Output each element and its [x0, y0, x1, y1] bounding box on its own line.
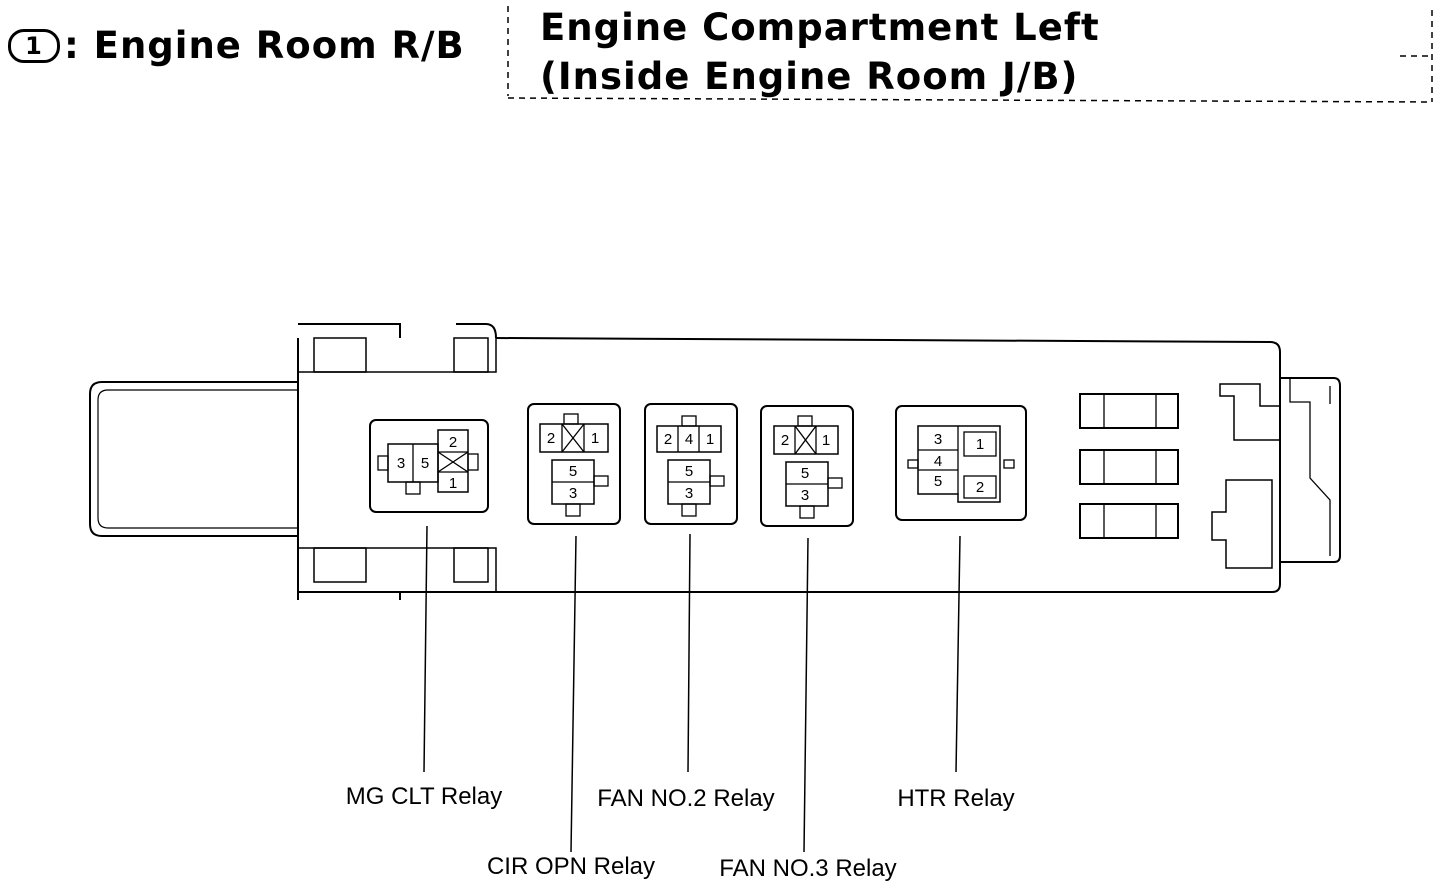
label-fan-no2-relay: FAN NO.2 Relay [597, 785, 774, 812]
pin-number: 4 [934, 453, 942, 470]
relay-socket-fan-no2 [644, 403, 738, 525]
pin-number: 1 [976, 436, 984, 453]
label-mg-clt-relay: MG CLT Relay [346, 783, 502, 810]
pin-number: 2 [976, 479, 984, 496]
header-right-title-line1: Engine Compartment Left [540, 6, 1100, 49]
pin-number: 1 [822, 432, 830, 449]
label-cir-opn-relay: CIR OPN Relay [487, 853, 655, 880]
relay-socket-htr [895, 405, 1027, 521]
pin-number: 1 [706, 431, 714, 448]
relay-socket-cir-opn [527, 403, 621, 525]
pin-number: 5 [569, 463, 577, 480]
pin-number: 3 [685, 485, 693, 502]
left-title-text: : Engine Room R/B [64, 24, 465, 67]
pin-number: 2 [449, 434, 457, 451]
relay-socket-fan-no3 [760, 405, 854, 527]
connector-number-badge: 1 [8, 29, 60, 63]
header-left-title: 1: Engine Room R/B [8, 24, 465, 67]
pin-number: 1 [449, 475, 457, 492]
fuse [1079, 449, 1179, 485]
label-fan-no3-relay: FAN NO.3 Relay [719, 855, 896, 882]
pin-number: 3 [934, 431, 942, 448]
leader-lines [423, 525, 961, 853]
pin-number: 2 [664, 431, 672, 448]
fuse [1079, 393, 1179, 429]
pin-labels: 3 5 2 1 2 1 5 3 2 4 1 5 3 2 1 5 3 3 4 5 … [397, 430, 984, 504]
pin-number: 5 [934, 473, 942, 490]
header-dashed-frame [507, 6, 1433, 103]
pin-number: 1 [591, 430, 599, 447]
label-htr-relay: HTR Relay [897, 785, 1014, 812]
relay-labels: MG CLT Relay CIR OPN Relay FAN NO.2 Rela… [346, 783, 1015, 882]
pin-number: 2 [781, 432, 789, 449]
pin-number: 3 [801, 487, 809, 504]
fuse [1079, 503, 1179, 539]
pin-number: 4 [685, 431, 693, 448]
pin-number: 5 [801, 465, 809, 482]
pin-number: 2 [547, 430, 555, 447]
pin-number: 5 [421, 455, 429, 472]
junction-block-outline [89, 323, 1341, 600]
pin-number: 5 [685, 463, 693, 480]
header-right-title-line2: (Inside Engine Room J/B) [540, 55, 1079, 98]
pin-number: 3 [569, 485, 577, 502]
pin-number: 3 [397, 455, 405, 472]
fuse-column [1079, 393, 1179, 539]
relay-socket-mg-clt [369, 419, 489, 513]
